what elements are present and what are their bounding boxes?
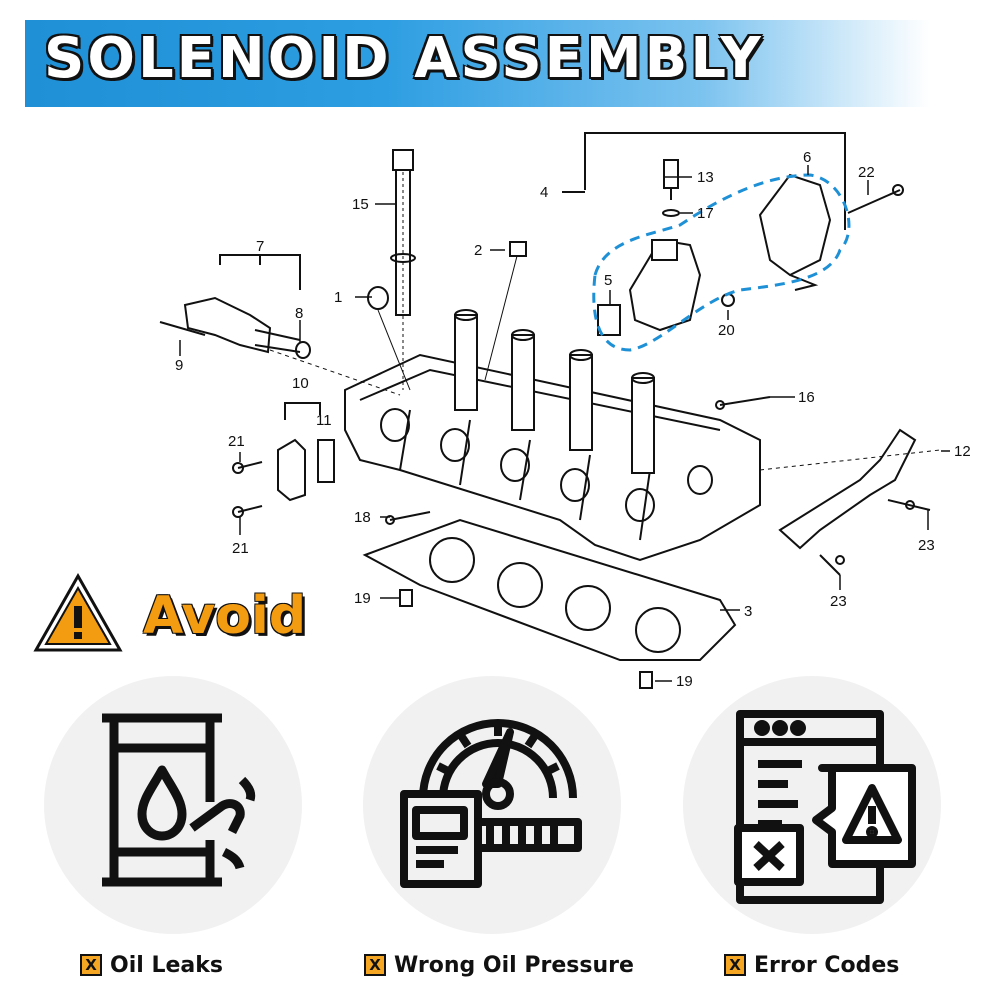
callout-21: 21 <box>228 433 245 450</box>
avoid-label: Avoid <box>143 586 307 646</box>
callout-19b: 19 <box>676 673 693 690</box>
callout-6: 6 <box>803 149 811 166</box>
callout-15: 15 <box>352 196 369 213</box>
warning-triangle-icon <box>33 572 123 652</box>
solenoid-exploded-diagram: 1 2 3 4 5 6 7 8 9 10 11 12 13 15 16 17 1… <box>159 132 971 690</box>
x-mark-icon: X <box>80 954 102 976</box>
error-code-document-icon <box>734 710 916 904</box>
callout-21b: 21 <box>232 540 249 557</box>
callout-23: 23 <box>918 537 935 554</box>
callout-8: 8 <box>295 305 303 322</box>
callout-1: 1 <box>334 289 342 306</box>
issue-label: Error Codes <box>754 952 900 978</box>
issue-oil-leaks: X Oil Leaks <box>80 950 223 980</box>
issue-label: Wrong Oil Pressure <box>394 952 634 978</box>
oil-barrel-leak-icon <box>102 713 256 887</box>
callout-3: 3 <box>744 603 752 620</box>
issue-label: Oil Leaks <box>110 952 223 978</box>
callout-7: 7 <box>256 238 264 255</box>
x-mark-icon: X <box>364 954 386 976</box>
issue-wrong-oil-pressure: X Wrong Oil Pressure <box>364 950 634 980</box>
callout-22: 22 <box>858 164 875 181</box>
x-mark-icon: X <box>724 954 746 976</box>
callout-2: 2 <box>474 242 482 259</box>
callout-23b: 23 <box>830 593 847 610</box>
issue-error-codes: X Error Codes <box>724 950 899 980</box>
page-title: SOLENOID ASSEMBLY <box>44 26 764 91</box>
callout-11: 11 <box>316 412 332 429</box>
callout-12: 12 <box>954 443 971 460</box>
callout-17: 17 <box>697 205 714 222</box>
callout-16: 16 <box>798 389 815 406</box>
callout-4: 4 <box>540 184 548 201</box>
title-banner <box>25 20 930 107</box>
callout-10: 10 <box>292 375 309 392</box>
callout-9: 9 <box>175 357 183 374</box>
callout-5: 5 <box>604 272 612 289</box>
callout-19: 19 <box>354 590 371 607</box>
pressure-gauge-icon <box>400 719 582 888</box>
callout-20: 20 <box>718 322 735 339</box>
callout-18: 18 <box>354 509 371 526</box>
callout-13: 13 <box>697 169 714 186</box>
